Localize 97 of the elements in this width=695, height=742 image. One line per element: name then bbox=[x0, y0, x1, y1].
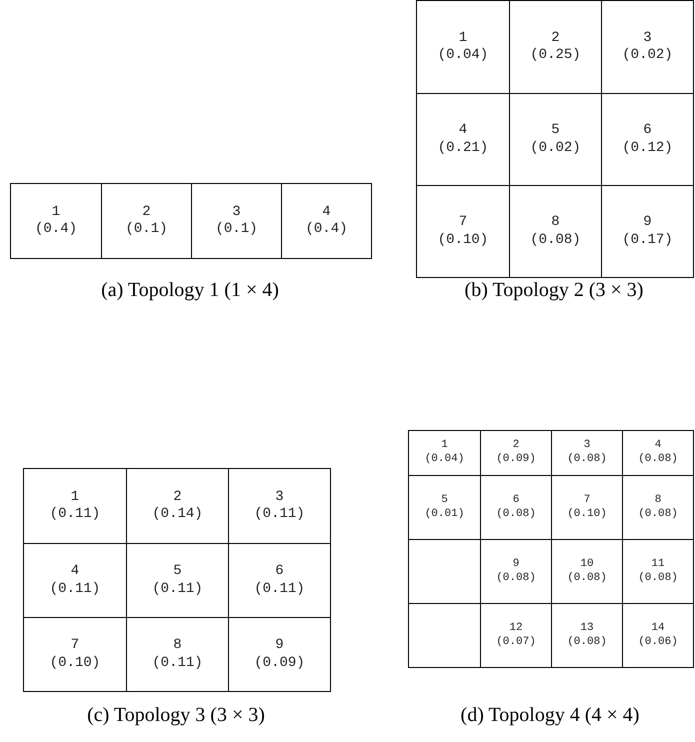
grid-frame bbox=[10, 183, 372, 259]
cell-number: 7 bbox=[584, 494, 590, 508]
cell-value: (0.10) bbox=[438, 232, 488, 249]
cell-number: 4 bbox=[458, 122, 468, 140]
cell-number: 4 bbox=[654, 439, 662, 453]
cell-number: 9 bbox=[512, 558, 520, 572]
cell-number: 11 bbox=[651, 558, 665, 572]
cell-number: 8 bbox=[551, 214, 560, 232]
figure-caption: (a) Topology 1 (1 × 4) bbox=[101, 278, 279, 303]
grid-cell bbox=[601, 93, 693, 185]
cell-value: (0.08) bbox=[530, 232, 581, 249]
cell-value: (0.08) bbox=[638, 453, 678, 467]
cell-number: 3 bbox=[584, 439, 590, 453]
grid-cell bbox=[622, 603, 693, 667]
cell-number: 1 bbox=[70, 488, 80, 506]
grid-cell bbox=[228, 543, 330, 617]
cell-value: (0.17) bbox=[622, 232, 673, 249]
cell-value: (0.10) bbox=[50, 654, 100, 672]
cell-value: (0.12) bbox=[622, 140, 673, 157]
cell-number: 1 bbox=[458, 30, 468, 47]
cell-value: (0.08) bbox=[567, 572, 607, 586]
cell-number: 6 bbox=[512, 494, 520, 508]
cell-value: (0.01) bbox=[424, 508, 464, 522]
grid-cell bbox=[228, 617, 330, 691]
cell-number: 1 bbox=[441, 439, 448, 453]
grid-cell bbox=[480, 603, 551, 667]
cell-value: (0.4) bbox=[34, 221, 77, 238]
cell-number: 1 bbox=[52, 204, 60, 221]
cell-value: (0.04) bbox=[424, 453, 464, 467]
cell-number: 3 bbox=[643, 30, 652, 47]
cell-number: 13 bbox=[580, 622, 594, 636]
cell-number: 12 bbox=[509, 622, 523, 636]
cell-number: 6 bbox=[275, 563, 284, 580]
cell-number: 2 bbox=[512, 439, 520, 453]
figure-caption: (d) Topology 4 (4 × 4) bbox=[460, 703, 640, 728]
cell-number: 3 bbox=[232, 204, 241, 221]
cell-number: 14 bbox=[651, 622, 665, 636]
cell-number: 9 bbox=[643, 214, 652, 232]
grid-frame bbox=[408, 430, 694, 668]
cell-value: (0.08) bbox=[567, 636, 607, 650]
cell-value: (0.08) bbox=[496, 508, 536, 522]
cell-value: (0.08) bbox=[567, 453, 607, 467]
cell-number: 5 bbox=[551, 122, 560, 140]
cell-value: (0.06) bbox=[638, 636, 678, 650]
cell-value: (0.21) bbox=[438, 140, 488, 157]
grid-cell bbox=[126, 617, 228, 691]
grid-cell bbox=[480, 539, 551, 603]
cell-value: (0.1) bbox=[215, 221, 258, 238]
cell-value: (0.10) bbox=[567, 508, 607, 522]
grid-cell bbox=[601, 185, 693, 277]
grid-frame bbox=[23, 468, 331, 692]
cell-value: (0.11) bbox=[152, 580, 203, 598]
figure-caption: (c) Topology 3 (3 × 3) bbox=[87, 703, 265, 728]
cell-number: 10 bbox=[580, 558, 594, 572]
cell-number: 2 bbox=[173, 488, 182, 506]
cell-value: (0.4) bbox=[305, 221, 348, 238]
cell-number: 2 bbox=[551, 30, 560, 47]
cell-number: 6 bbox=[643, 122, 652, 140]
cell-number: 3 bbox=[275, 488, 284, 506]
cell-value: (0.11) bbox=[152, 654, 203, 672]
cell-value: (0.08) bbox=[638, 572, 678, 586]
cell-value: (0.04) bbox=[438, 47, 488, 64]
cell-value: (0.11) bbox=[254, 580, 305, 598]
cell-number: 7 bbox=[70, 637, 80, 654]
grid-cell bbox=[509, 93, 601, 185]
cell-number: 2 bbox=[142, 204, 151, 221]
cell-number: 5 bbox=[441, 494, 448, 508]
figure-caption: (b) Topology 2 (3 × 3) bbox=[464, 278, 644, 303]
cell-number: 4 bbox=[322, 204, 331, 221]
cell-value: (0.11) bbox=[254, 506, 305, 524]
cell-number: 7 bbox=[458, 214, 468, 232]
cell-value: (0.08) bbox=[496, 572, 536, 586]
cell-value: (0.1) bbox=[125, 221, 168, 238]
cell-value: (0.08) bbox=[638, 508, 678, 522]
cell-value: (0.11) bbox=[50, 580, 100, 598]
cell-value: (0.02) bbox=[622, 47, 673, 64]
cell-value: (0.02) bbox=[530, 140, 581, 157]
grid-cell bbox=[480, 475, 551, 539]
grid-cell bbox=[551, 539, 622, 603]
cell-number: 9 bbox=[275, 637, 284, 654]
cell-value: (0.09) bbox=[496, 453, 536, 467]
grid-cell bbox=[126, 543, 228, 617]
cell-value: (0.25) bbox=[530, 47, 581, 64]
grid-cell bbox=[622, 475, 693, 539]
grid-cell bbox=[551, 475, 622, 539]
cell-number: 5 bbox=[173, 563, 182, 580]
cell-value: (0.14) bbox=[152, 506, 203, 524]
cell-number: 4 bbox=[70, 563, 80, 580]
grid-frame bbox=[416, 0, 694, 278]
cell-number: 8 bbox=[654, 494, 662, 508]
cell-value: (0.07) bbox=[496, 636, 536, 650]
grid-cell bbox=[622, 539, 693, 603]
cell-number: 8 bbox=[173, 637, 182, 654]
grid-cell bbox=[551, 603, 622, 667]
grid-cell bbox=[509, 185, 601, 277]
cell-value: (0.09) bbox=[254, 654, 305, 672]
cell-value: (0.11) bbox=[50, 506, 100, 524]
